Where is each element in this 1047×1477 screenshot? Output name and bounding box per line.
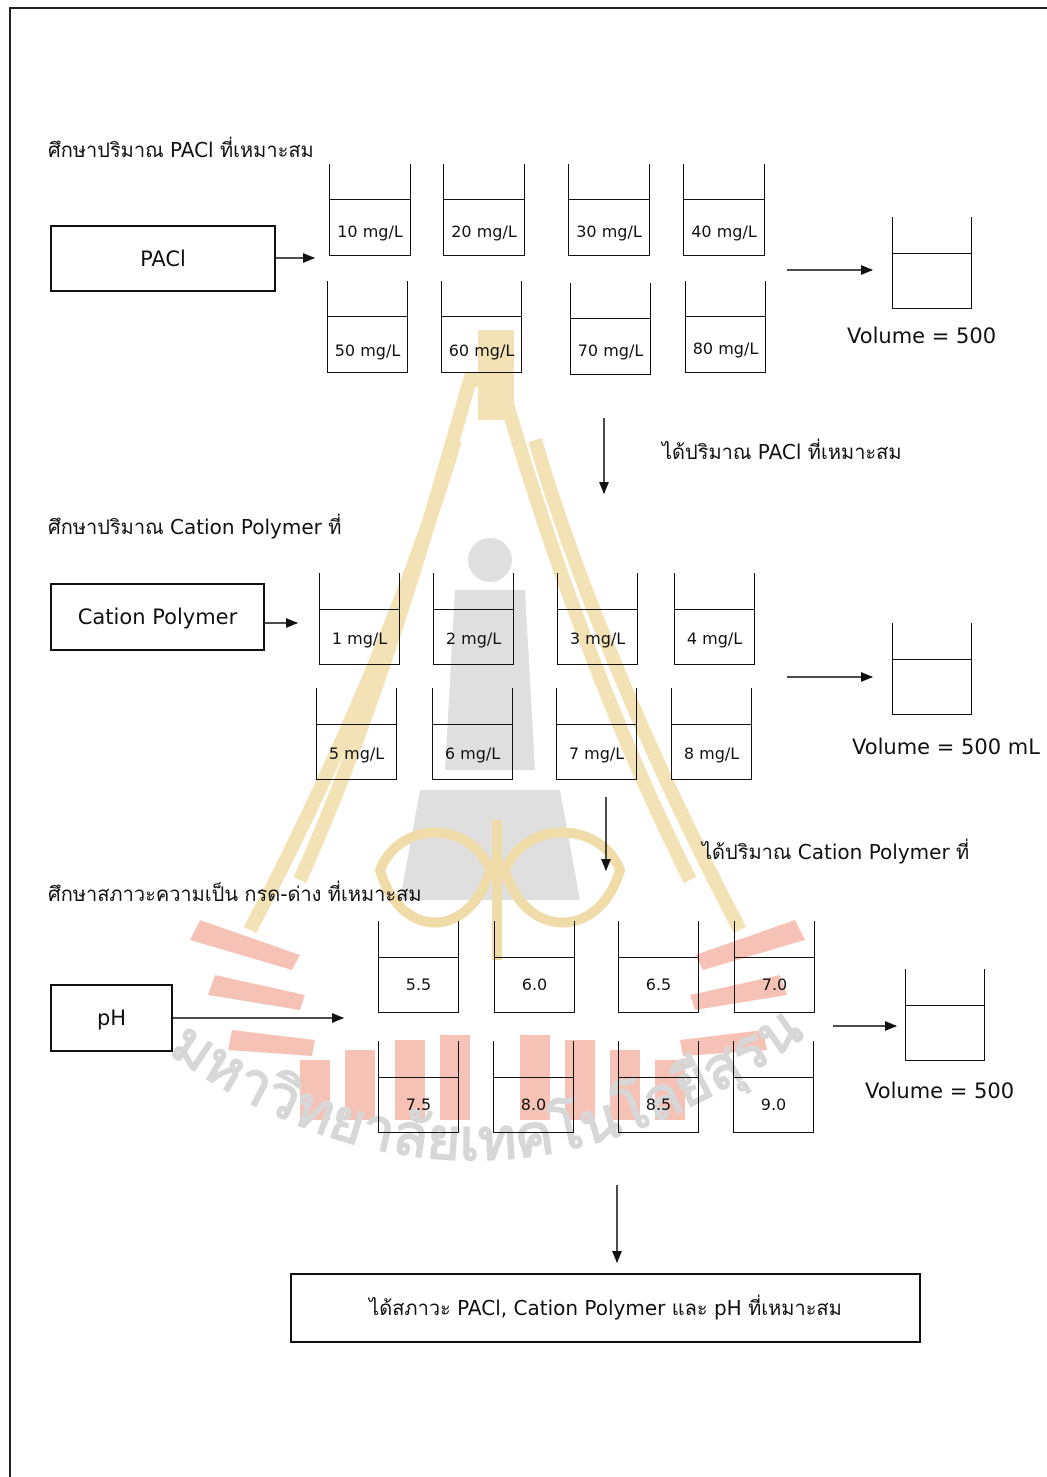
beaker-7-mgl: 7 mg/L (556, 688, 637, 780)
final-result-box: ได้สภาวะ PACl, Cation Polymer และ pH ที่… (290, 1273, 921, 1343)
beaker-ph-9-0: 9.0 (733, 1041, 814, 1133)
beaker-ph-7-0: 7.0 (734, 921, 815, 1013)
beaker-5-mgl: 5 mg/L (316, 688, 397, 780)
beaker-6-mgl: 6 mg/L (432, 688, 513, 780)
beaker-ph-6-0: 6.0 (494, 921, 575, 1013)
section-heading-cation-polymer: ศึกษาปริมาณ Cation Polymer ที่ (48, 511, 341, 543)
volume-label-ph: Volume = 500 (865, 1079, 1014, 1103)
beaker-ph-5-5: 5.5 (378, 921, 459, 1013)
volume-label-cation-polymer: Volume = 500 mL (852, 735, 1040, 759)
beaker-2-mgl: 2 mg/L (433, 573, 514, 665)
beaker-80-mgl: 80 mg/L (685, 281, 766, 373)
beaker-70-mgl: 70 mg/L (570, 283, 651, 375)
volume-label-pacl: Volume = 500 (847, 324, 996, 348)
beaker-4-mgl: 4 mg/L (674, 573, 755, 665)
result-note-cation-polymer: ได้ปริมาณ Cation Polymer ที่ (702, 836, 969, 868)
beaker-40-mgl: 40 mg/L (683, 164, 765, 256)
beaker-1-mgl: 1 mg/L (319, 573, 400, 665)
beaker-60-mgl: 60 mg/L (441, 281, 522, 373)
beaker-ph-6-5: 6.5 (618, 921, 699, 1013)
beaker-8-mgl: 8 mg/L (671, 688, 752, 780)
beaker-ph-8-0: 8.0 (493, 1041, 574, 1133)
result-note-pacl: ได้ปริมาณ PACl ที่เหมาะสม (662, 436, 902, 468)
result-beaker-cation-polymer (892, 623, 972, 715)
input-box-pacl: PACl (50, 225, 276, 292)
beaker-3-mgl: 3 mg/L (557, 573, 638, 665)
beaker-50-mgl: 50 mg/L (327, 281, 408, 373)
beaker-10-mgl: 10 mg/L (329, 164, 411, 256)
section-heading-pacl: ศึกษาปริมาณ PACl ที่เหมาะสม (48, 134, 314, 166)
input-box-ph: pH (50, 984, 173, 1052)
result-beaker-ph (905, 969, 985, 1061)
input-box-cation-polymer: Cation Polymer (50, 583, 265, 651)
beaker-20-mgl: 20 mg/L (443, 164, 525, 256)
beaker-30-mgl: 30 mg/L (568, 164, 650, 256)
beaker-ph-7-5: 7.5 (378, 1041, 459, 1133)
result-beaker-pacl (892, 217, 972, 309)
section-heading-ph: ศึกษาสภาวะความเป็น กรด-ด่าง ที่เหมาะสม (48, 878, 422, 910)
beaker-ph-8-5: 8.5 (618, 1041, 699, 1133)
